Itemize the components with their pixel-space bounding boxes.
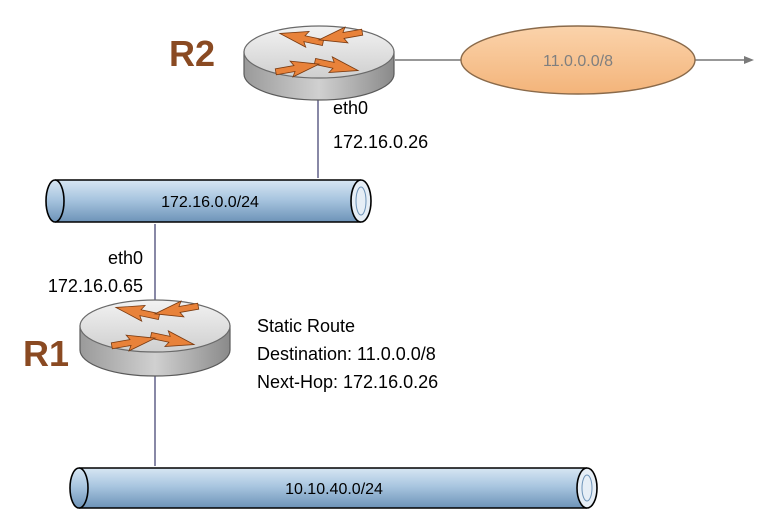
r1-eth0-ip: 172.16.0.65: [48, 276, 143, 296]
static-route-title: Static Route: [257, 316, 355, 336]
static-route-annotation: Static Route Destination: 11.0.0.0/8 Nex…: [257, 316, 438, 392]
router-r1-name: R1: [23, 333, 69, 374]
r1-eth0-name: eth0: [108, 248, 143, 268]
upper-segment: 172.16.0.0/24: [45, 179, 372, 223]
static-route-destination: Destination: 11.0.0.0/8: [257, 344, 436, 364]
static-route-next-hop: Next-Hop: 172.16.0.26: [257, 372, 438, 392]
router-icon: [243, 25, 395, 101]
remote-network-label: 11.0.0.0/8: [543, 53, 613, 70]
upper-segment-label: 172.16.0.0/24: [161, 194, 259, 211]
router-r2-name: R2: [169, 33, 215, 74]
outward-arrowhead-icon: [744, 56, 754, 64]
lower-segment: 10.10.40.0/24: [69, 467, 598, 509]
r2-eth0-name: eth0: [333, 98, 368, 118]
router-r1: [79, 299, 231, 377]
r2-eth0-ip: 172.16.0.26: [333, 132, 428, 152]
router-icon: [79, 299, 231, 377]
remote-network-cloud: 11.0.0.0/8: [460, 25, 696, 95]
lower-segment-label: 10.10.40.0/24: [285, 481, 383, 498]
router-r2: [243, 25, 395, 101]
